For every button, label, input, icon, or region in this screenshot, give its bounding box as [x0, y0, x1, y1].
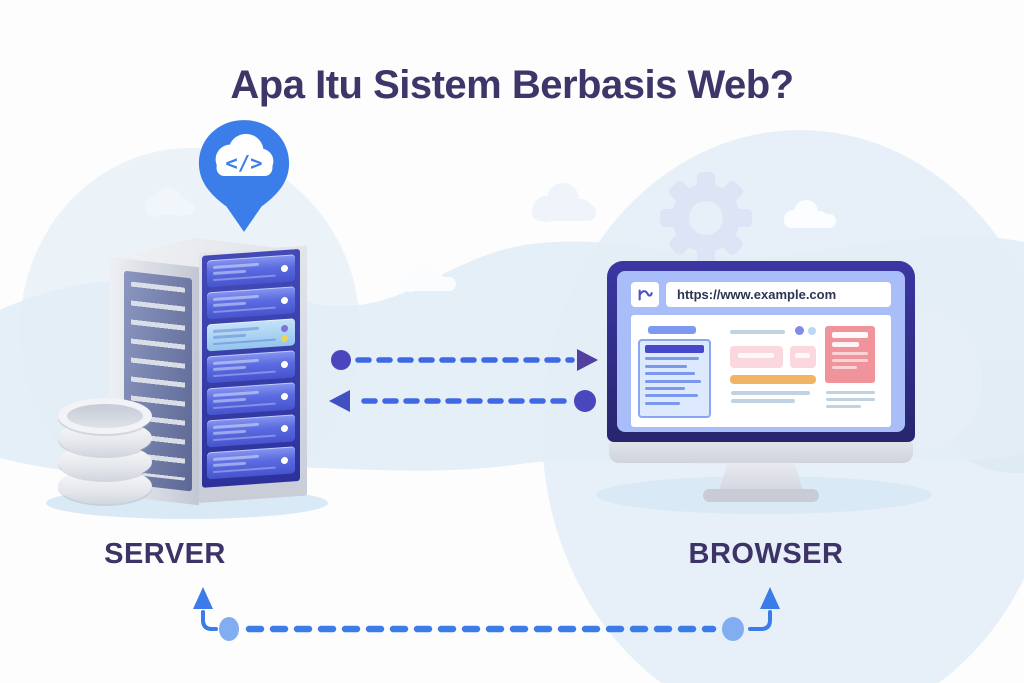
card-header-bar [645, 345, 704, 353]
arrowhead-left [329, 390, 350, 412]
cloud-icon [400, 263, 456, 292]
status-led [281, 360, 288, 369]
server-illustration [106, 236, 316, 508]
server-rack-unit [207, 286, 295, 320]
cloud-icon [145, 187, 195, 217]
skeleton-heading [648, 326, 696, 334]
status-led [281, 424, 288, 433]
skeleton-line [731, 391, 810, 395]
monitor-frame: https://www.example.com [607, 261, 915, 442]
server-rack-unit [207, 446, 295, 480]
status-led [281, 324, 288, 333]
address-bar: https://www.example.com [666, 282, 891, 307]
server-rack-frame [202, 248, 300, 488]
link-node-dot [219, 617, 239, 641]
webpage-content [631, 315, 891, 427]
arrowhead-right [577, 349, 598, 371]
accent-dot [808, 327, 816, 335]
skeleton-line [731, 399, 795, 403]
status-led [281, 264, 288, 273]
code-cloud-icon [215, 133, 274, 176]
server-rack-unit [207, 350, 295, 384]
monitor-stand [719, 463, 803, 491]
server-rack-unit [207, 254, 295, 288]
arrowhead-up [193, 587, 213, 609]
browser-toolbar: https://www.example.com [631, 282, 891, 307]
arrow-node-dot [331, 350, 351, 370]
server-front-face [199, 245, 307, 503]
skeleton-line [826, 398, 875, 401]
status-led [281, 334, 288, 343]
server-rack-unit [207, 382, 295, 416]
monitor-base-bar [609, 442, 913, 463]
webpage-pink-block [790, 346, 816, 368]
status-led [281, 392, 288, 401]
arrow-node-dot [574, 390, 596, 412]
status-led [281, 296, 288, 305]
browser-label: BROWSER [688, 538, 844, 570]
code-glyph: </> [225, 151, 262, 175]
server-rack-unit-active [207, 318, 295, 352]
request-arrow [331, 349, 598, 371]
arrowhead-up [760, 587, 780, 609]
bottom-connection-link [193, 587, 780, 641]
webpage-orange-bar [730, 375, 816, 384]
webpage-red-card [825, 326, 875, 383]
monitor-foot [703, 489, 819, 502]
skeleton-line [826, 405, 861, 408]
page-title: Apa Itu Sistem Berbasis Web? [230, 62, 794, 107]
link-node-dot [722, 617, 744, 641]
url-text: https://www.example.com [677, 287, 837, 302]
cloud-icon [784, 200, 836, 228]
webpage-pink-block [730, 346, 783, 368]
request-response-arrows [329, 349, 598, 412]
cloud-icon [532, 183, 596, 222]
browser-mark-icon [631, 282, 659, 307]
database-top-opening [67, 404, 143, 428]
gear-icon [660, 172, 752, 264]
server-label: SERVER [104, 538, 226, 570]
response-arrow [329, 390, 596, 412]
accent-dot [795, 326, 804, 335]
database-cylinder-icon [58, 398, 152, 516]
browser-illustration: https://www.example.com [607, 261, 915, 506]
skeleton-line [826, 391, 875, 394]
location-pin-icon: </> [198, 120, 290, 232]
status-led [281, 456, 288, 465]
webpage-left-card [638, 339, 711, 418]
server-rack-unit [207, 414, 295, 448]
browser-chrome: https://www.example.com [617, 271, 905, 432]
skeleton-line [730, 330, 785, 334]
